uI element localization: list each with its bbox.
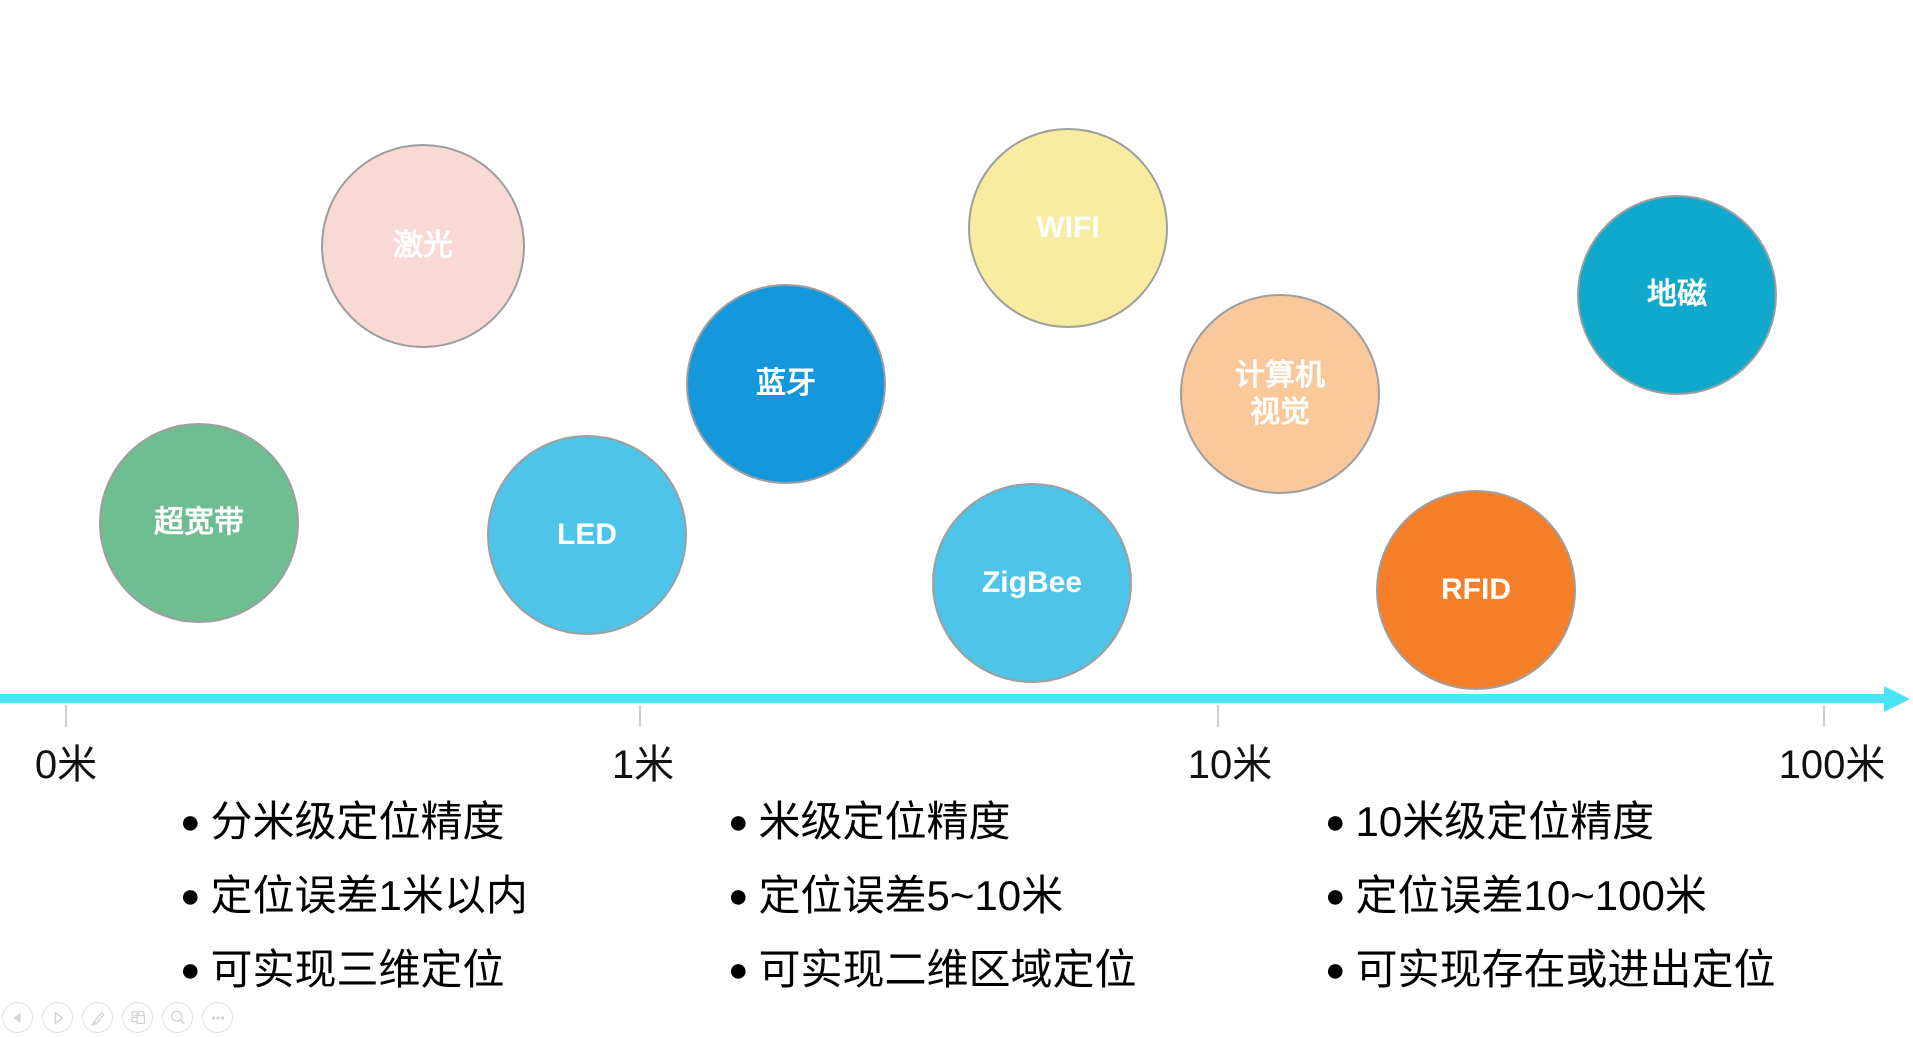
note-text: 10米级定位精度 [1355,798,1655,845]
note-row: ● 定位误差1米以内 [180,872,528,920]
note-row: ● 米级定位精度 [728,798,1137,846]
note-text: 定位误差10~100米 [1355,872,1707,919]
axis-tick-1 [639,705,641,727]
bullet-icon: ● [728,803,749,841]
note-row: ● 定位误差5~10米 [728,872,1137,920]
bullet-icon: ● [1325,951,1346,989]
bubble-geomagnetic-label: 地磁 [1647,278,1707,312]
notes-column-10meter: ● 10米级定位精度 ● 定位误差10~100米 ● 可实现存在或进出定位 [1325,798,1776,1020]
note-text: 可实现二维区域定位 [758,946,1137,993]
note-row: ● 可实现存在或进出定位 [1325,946,1776,994]
bubble-computer-vision: 计算机 视觉 [1180,294,1380,494]
zoom-button[interactable] [162,1002,193,1033]
note-text: 定位误差5~10米 [758,872,1064,919]
axis-label-1m: 1米 [611,743,675,787]
more-options-button[interactable] [202,1002,233,1033]
previous-slide-button[interactable] [2,1002,33,1033]
magnifier-icon [170,1010,185,1024]
bullet-icon: ● [1325,877,1346,915]
axis-label-0m: 0米 [34,743,98,787]
axis-label-10m: 10米 [1187,743,1273,787]
axis-label-100m: 100米 [1778,743,1886,787]
note-row: ● 分米级定位精度 [180,798,528,846]
note-row: ● 定位误差10~100米 [1325,872,1776,920]
axis-arrowhead-icon [1884,686,1910,712]
next-slide-button[interactable] [42,1002,73,1033]
bullet-icon: ● [180,951,201,989]
previous-icon [12,1012,21,1023]
bubble-bluetooth-label: 蓝牙 [756,367,816,401]
note-row: ● 可实现二维区域定位 [728,946,1137,994]
notes-column-decimeter: ● 分米级定位精度 ● 定位误差1米以内 ● 可实现三维定位 [180,798,528,1020]
axis-line [0,694,1884,703]
slideshow-toolbar [2,1002,233,1033]
bubble-zigbee-label: ZigBee [981,566,1083,600]
note-text: 定位误差1米以内 [210,872,528,919]
bullet-icon: ● [728,877,749,915]
pen-icon [90,1011,105,1026]
note-row: ● 10米级定位精度 [1325,798,1776,846]
bullet-icon: ● [180,803,201,841]
bullet-icon: ● [1325,803,1346,841]
slides-grid-icon [131,1010,145,1024]
bubble-led-label: LED [557,518,617,552]
note-text: 可实现存在或进出定位 [1355,946,1776,993]
bubble-wifi-label: WIFI [1036,211,1100,245]
bubble-rfid: RFID [1376,490,1576,690]
note-row: ● 可实现三维定位 [180,946,528,994]
slides-panel-button[interactable] [122,1002,153,1033]
bubble-led: LED [487,435,687,635]
bubble-geomagnetic: 地磁 [1577,195,1777,395]
axis-tick-3 [1823,705,1825,727]
note-text: 可实现三维定位 [210,946,505,993]
bullet-icon: ● [180,877,201,915]
axis-tick-0 [65,705,67,727]
bubble-laser-label: 激光 [393,229,453,263]
bubble-laser: 激光 [321,144,525,348]
pen-tool-button[interactable] [82,1002,113,1033]
axis-tick-2 [1217,705,1219,727]
bubble-bluetooth: 蓝牙 [686,284,886,484]
notes-column-meter: ● 米级定位精度 ● 定位误差5~10米 ● 可实现二维区域定位 [728,798,1137,1020]
bubble-rfid-label: RFID [1441,573,1511,607]
bubble-wifi: WIFI [968,128,1168,328]
note-text: 米级定位精度 [758,798,1011,845]
bubble-zigbee: ZigBee [932,483,1132,683]
ellipsis-icon [211,1015,224,1020]
bubble-uwb: 超宽带 [99,423,299,623]
bubble-uwb-label: 超宽带 [154,506,244,540]
bullet-icon: ● [728,951,749,989]
note-text: 分米级定位精度 [210,798,505,845]
bubble-computer-vision-label: 计算机 视觉 [1235,358,1325,430]
next-icon [54,1010,64,1025]
